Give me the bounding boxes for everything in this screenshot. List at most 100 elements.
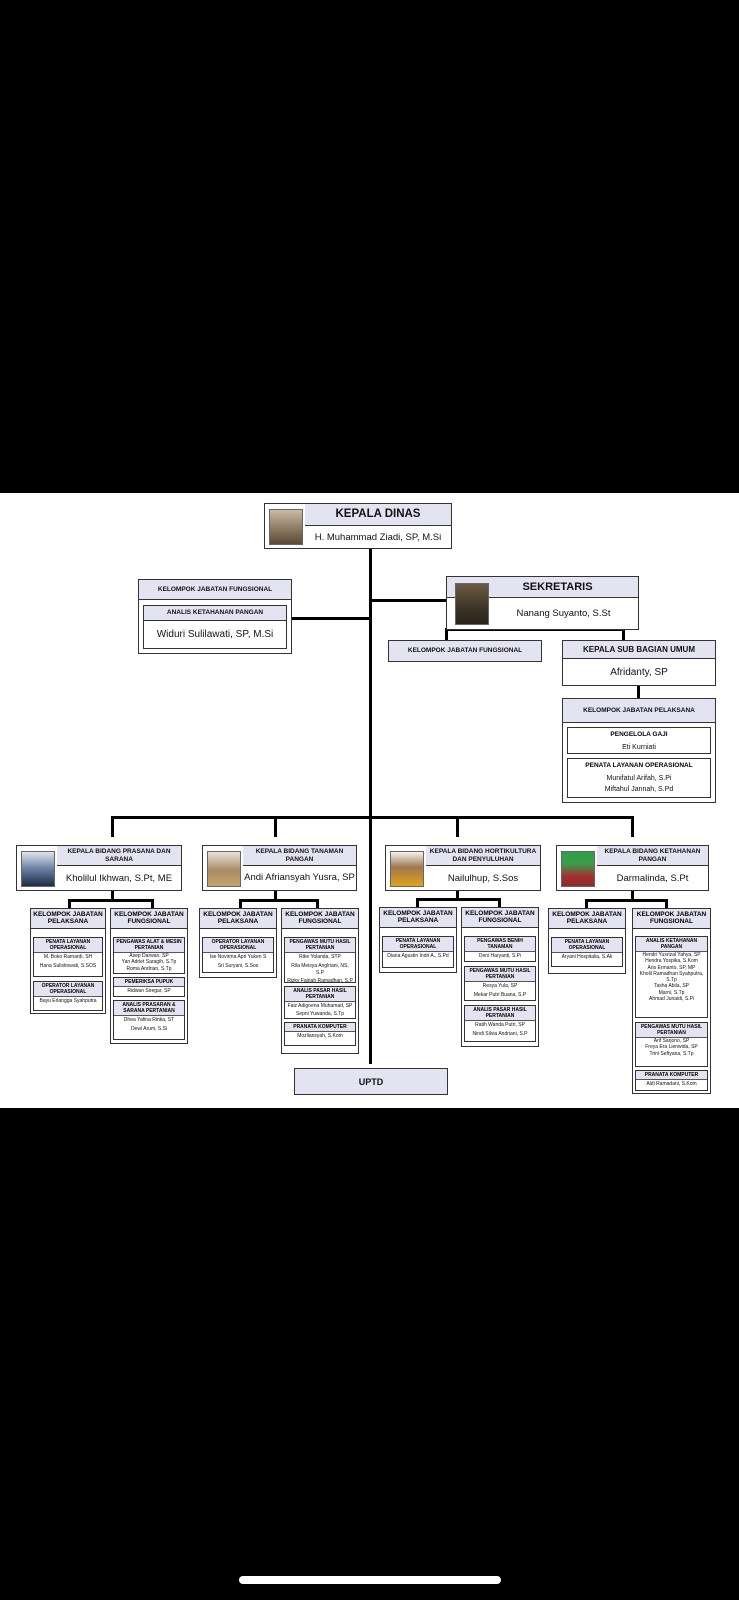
b2-fun-role-2-name-1: Faiz Adigoena Muhamad, SP: [287, 1003, 353, 1009]
b1-pel-role-2-title: OPERATOR LAYANAN OPERASIONAL: [34, 982, 102, 997]
connector-b1-l: [68, 899, 71, 908]
connector-bidang-2: [274, 816, 277, 837]
bidang-4-pelaksana-title: KELOMPOK JABATAN PELAKSANA: [549, 909, 625, 929]
kjp-umum-role-2-name-2: Miftahul Jannah, S.Pd: [604, 786, 674, 794]
sekretaris-photo: [455, 583, 489, 625]
b2-fun-role-1-title: PENGAWAS MUTU HASIL PERTANIAN: [285, 938, 355, 953]
b4-fun-role-1-title: ANALIS KETAHANAN PANGAN: [636, 937, 707, 952]
connector-b4-down: [631, 891, 634, 901]
b1-pel-role-1: PENATA LAYANAN OPERASIONAL M. Boko Ramar…: [33, 937, 103, 977]
b4-fun-role-3-name-1: Aldi Ramadani, S.Kom: [646, 1081, 697, 1087]
kjp-umum-role-1-title: PENGELOLA GAJI: [568, 728, 710, 742]
sekretaris-name: Nanang Suyanto, S.St: [516, 608, 611, 619]
b2-fun-role-2-title: ANALIS PASAR HASIL PERTANIAN: [285, 987, 355, 1002]
b3-fun-role-1: PENGAWAS BENIH TANAMAN Deni Haryanti, S.…: [464, 936, 536, 962]
b1-fun-role-1-name-2: Yan Adriet Saragih, S.Tp: [121, 959, 177, 966]
connector-b3-down: [456, 891, 459, 900]
b1-pel-role-2-name-1: Bayu Erlangga Syahputra: [39, 998, 97, 1004]
bidang-4-name: Darmalinda, S.Pt: [616, 872, 689, 884]
b4-fun-role-2: PENGAWAS MUTU HASIL PERTANIAN Arif Sarjo…: [635, 1022, 708, 1067]
kjf-top-role: ANALIS KETAHANAN PANGAN: [144, 606, 286, 621]
kjp-umum-role-2: PENATA LAYANAN OPERASIONAL Munifatul Ari…: [567, 758, 711, 798]
b4-pel-role-1-name-1: Aryani Hospitalia, S.Ak: [561, 954, 613, 960]
b2-fun-role-1-name-3: Rizky Fajriah Ramadhan, S.P: [287, 978, 353, 985]
kasubag-umum-box: KEPALA SUB BAGIAN UMUM Afridanty, SP: [562, 640, 716, 686]
bidang-4-photo: [561, 851, 595, 887]
bidang-1-pelaksana-title: KELOMPOK JABATAN PELAKSANA: [31, 909, 105, 929]
uptd-label: UPTD: [358, 1076, 384, 1087]
bidang-4-fungsional: KELOMPOK JABATAN FUNGSIONAL ANALIS KETAH…: [632, 908, 711, 1094]
b2-pel-role-1-title: OPERATOR LAYANAN OPERASIONAL: [203, 938, 273, 953]
connector-b2-l: [239, 899, 242, 908]
home-indicator[interactable]: [239, 1576, 501, 1584]
b1-fun-role-3-title: ANALIS PRASARAN & SARANA PERTANIAN: [114, 1001, 184, 1016]
b1-fun-role-1-name-3: Roma Andrian, S.Tp: [126, 965, 172, 972]
bidang-3-name: Nailulhup, S.Sos: [447, 872, 519, 884]
bidang-2-fungsional-title: KELOMPOK JABATAN FUNGSIONAL: [282, 909, 358, 929]
bidang-4-box: KEPALA BIDANG KETAHANAN PANGAN Darmalind…: [556, 845, 709, 891]
kjf-top-box: KELOMPOK JABATAN FUNGSIONAL ANALIS KETAH…: [138, 579, 292, 654]
bidang-4-title: KEPALA BIDANG KETAHANAN PANGAN: [597, 846, 708, 866]
b3-fun-role-2-name-1: Resya Yula, SP: [482, 983, 518, 989]
connector-bidang-3: [456, 816, 459, 837]
bidang-2-fungsional: KELOMPOK JABATAN FUNGSIONAL PENGAWAS MUT…: [281, 908, 359, 1054]
b4-fun-role-1-name-2: Hendra Yospika, S.Kom: [645, 958, 698, 965]
b3-pel-role-1-title: PENATA LAYANAN OPERASIONAL: [383, 937, 453, 952]
b4-fun-role-2-name-2: Freya Era Lienwida, SP: [645, 1044, 698, 1051]
connector-bidang-4: [631, 816, 634, 837]
b4-fun-role-2-name-3: Trini Seftyana, S.Tp: [649, 1050, 694, 1057]
b3-pel-role-1-name-1: Diana Agustin Indri A., S.Pd: [387, 953, 449, 959]
b4-pel-role-1-title: PENATA LAYANAN OPERASIONAL: [552, 938, 622, 953]
b4-fun-role-3: PRANATA KOMPUTER Aldi Ramadani, S.Kom: [635, 1070, 708, 1091]
uptd-box: UPTD: [294, 1068, 448, 1095]
b1-pel-role-1-name-1: M. Boko Ramardi, SH: [43, 954, 93, 960]
b2-pel-role-1-name-2: Sri Suryani, S.Sos: [217, 962, 259, 969]
b4-fun-role-2-title: PENGAWAS MUTU HASIL PERTANIAN: [636, 1023, 707, 1038]
b2-fun-role-3-title: PRANATA KOMPUTER: [285, 1023, 355, 1032]
b4-pel-role-1: PENATA LAYANAN OPERASIONAL Aryani Hospit…: [551, 937, 623, 967]
bidang-3-photo: [390, 851, 424, 887]
kjf-top-title: KELOMPOK JABATAN FUNGSIONAL: [139, 580, 291, 600]
b1-fun-role-1-title: PENGAWAS ALAT & MESIN PERTANIAN: [114, 938, 184, 953]
bidang-2-pelaksana: KELOMPOK JABATAN PELAKSANA OPERATOR LAYA…: [199, 908, 277, 978]
kepala-dinas-title: KEPALA DINAS: [305, 504, 451, 526]
b4-fun-role-1-name-5: Tasha Abila, SP: [653, 983, 690, 990]
b4-fun-role-1-name-3: Aris Ermanto, SP, MP: [647, 964, 696, 971]
b3-fun-role-3-title: ANALIS PASAR HASIL PERTANIAN: [465, 1006, 535, 1021]
bidang-1-fungsional: KELOMPOK JABATAN FUNGSIONAL PENGAWAS ALA…: [110, 908, 188, 1044]
kepala-dinas-box: KEPALA DINAS H. Muhammad Ziadi, SP, M.Si: [264, 503, 452, 549]
connector-b1-bar: [68, 899, 154, 902]
bidang-3-fungsional-title: KELOMPOK JABATAN FUNGSIONAL: [462, 908, 538, 928]
bidang-1-fungsional-title: KELOMPOK JABATAN FUNGSIONAL: [111, 909, 187, 929]
b3-pel-role-1: PENATA LAYANAN OPERASIONAL Diana Agustin…: [382, 936, 454, 968]
bidang-1-title: KEPALA BIDANG PRASANA DAN SARANA: [57, 846, 181, 866]
connector-bidang-1: [111, 816, 114, 837]
connector-b2-bar: [239, 899, 319, 902]
kasubag-umum-name: Afridanty, SP: [610, 666, 668, 678]
connector-main-vertical: [369, 549, 372, 1064]
bidang-2-name: Andi Afriansyah Yusra, SP: [244, 871, 355, 883]
connector-b3-l: [416, 898, 419, 907]
kjp-umum-box: KELOMPOK JABATAN PELAKSANA PENGELOLA GAJ…: [562, 698, 716, 803]
kjp-umum-role-1: PENGELOLA GAJI Eti Kurniati: [567, 727, 711, 754]
b3-fun-role-2-title: PENGAWAS MUTU HASIL PERTANIAN: [465, 967, 535, 982]
bidang-2-title: KEPALA BIDANG TANAMAN PANGAN: [243, 846, 356, 866]
connector-b4-r: [665, 899, 668, 908]
b2-fun-role-2: ANALIS PASAR HASIL PERTANIAN Faiz Adigoe…: [284, 986, 356, 1019]
connector-b1-down: [111, 891, 114, 901]
connector-b1-r: [151, 899, 154, 908]
bidang-1-pelaksana: KELOMPOK JABATAN PELAKSANA PENATA LAYANA…: [30, 908, 106, 1014]
b1-fun-role-3-name-2: Dewi Arum, S.Si: [130, 1025, 168, 1032]
kjf-sekretaris-box: KELOMPOK JABATAN FUNGSIONAL: [388, 640, 542, 662]
connector-b3-r: [498, 898, 501, 907]
b2-pel-role-1-name-1: Ise Novirma Apri Yuken S: [209, 954, 267, 960]
b2-fun-role-3: PRANATA KOMPUTER Mozliansyah, S.Kom: [284, 1022, 356, 1046]
bidang-2-pelaksana-title: KELOMPOK JABATAN PELAKSANA: [200, 909, 276, 929]
b2-fun-role-1-name-2: Rila Meisya Anglriani, NS, S.P: [291, 962, 349, 976]
kasubag-umum-title: KEPALA SUB BAGIAN UMUM: [563, 641, 715, 659]
bidang-3-title: KEPALA BIDANG HORTIKULTURA DAN PENYULUHA…: [426, 846, 540, 866]
b3-fun-role-3: ANALIS PASAR HASIL PERTANIAN Ratih Wanda…: [464, 1005, 536, 1042]
connector-b2-down: [274, 891, 277, 901]
bidang-2-box: KEPALA BIDANG TANAMAN PANGAN Andi Afrian…: [202, 845, 357, 891]
bidang-4-fungsional-title: KELOMPOK JABATAN FUNGSIONAL: [633, 909, 710, 929]
